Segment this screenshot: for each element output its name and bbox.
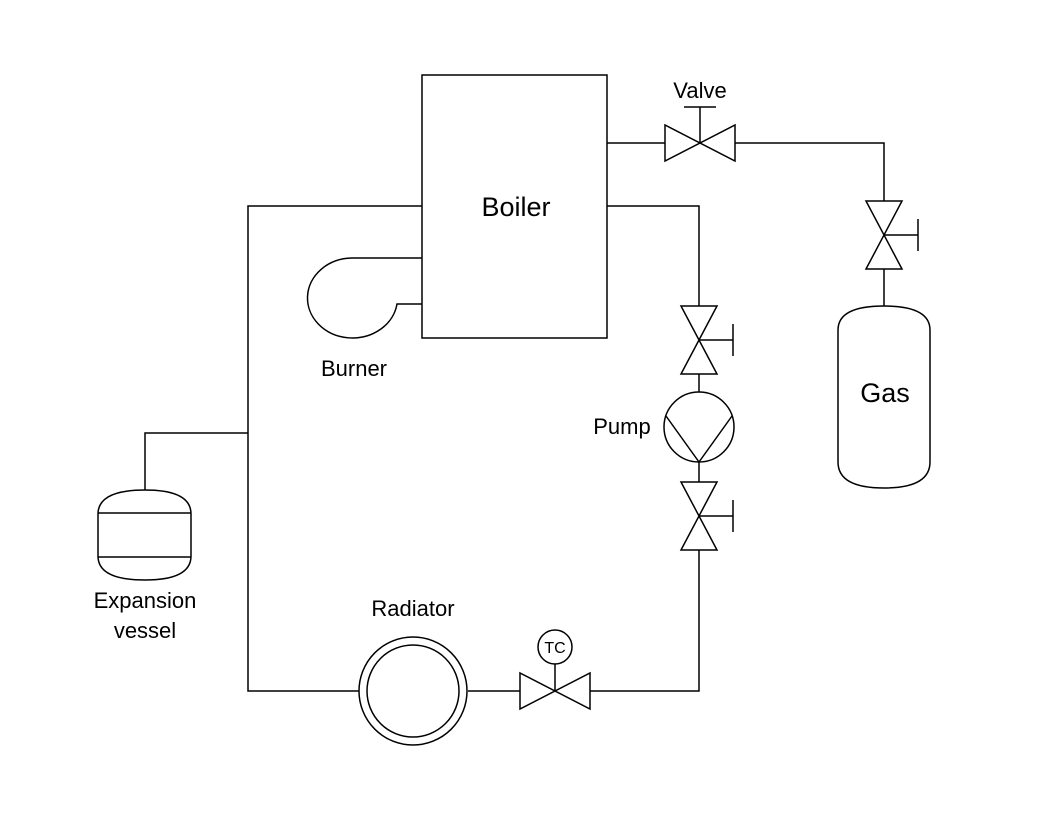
radiator-inner: [366, 644, 460, 738]
pipe-valve-to-tc-valve: [590, 550, 700, 692]
radiator: Radiator: [358, 596, 468, 746]
gas-label: Gas: [860, 378, 910, 408]
expansion-vessel-body: [97, 489, 192, 581]
gas-valve-body: [864, 200, 904, 270]
gas-cylinder-body: [837, 305, 931, 489]
top-valve-label: Valve: [673, 78, 726, 103]
burner: Burner: [306, 257, 422, 381]
pipe-boiler-to-pump-valve: [607, 205, 700, 306]
pump-impeller: [665, 415, 733, 464]
expansion-vessel: Expansion vessel: [94, 489, 197, 643]
pump-lower-valve: [679, 481, 734, 551]
expansion-vessel-label-line1: Expansion: [94, 588, 197, 613]
expansion-vessel-label-line2: vessel: [114, 618, 176, 643]
radiator-outer: [358, 636, 468, 746]
pump-label: Pump: [593, 414, 650, 439]
top-valve-body: [664, 123, 736, 163]
tc-valve-body: [519, 671, 591, 711]
tc-valve: TC: [519, 629, 591, 711]
burner-shape: [306, 257, 422, 339]
boiler-label: Boiler: [481, 192, 550, 222]
pipe-valve-to-gas: [735, 142, 885, 201]
gas-valve: [864, 200, 919, 270]
pipe-expansion-branch: [144, 432, 248, 490]
top-valve: Valve: [664, 78, 736, 163]
pipe-radiator-to-boiler: [247, 205, 422, 692]
burner-label: Burner: [321, 356, 387, 381]
radiator-label: Radiator: [371, 596, 454, 621]
pump-upper-valve: [679, 305, 734, 375]
pipes: [144, 142, 885, 692]
boiler: Boiler: [421, 74, 608, 339]
pump-lower-valve-body: [679, 481, 719, 551]
pump: Pump: [593, 391, 735, 464]
tc-indicator: [537, 629, 573, 665]
boiler-body: [421, 74, 608, 339]
pump-upper-valve-body: [679, 305, 719, 375]
gas-cylinder: Gas: [837, 305, 931, 489]
tc-label: TC: [544, 640, 565, 657]
